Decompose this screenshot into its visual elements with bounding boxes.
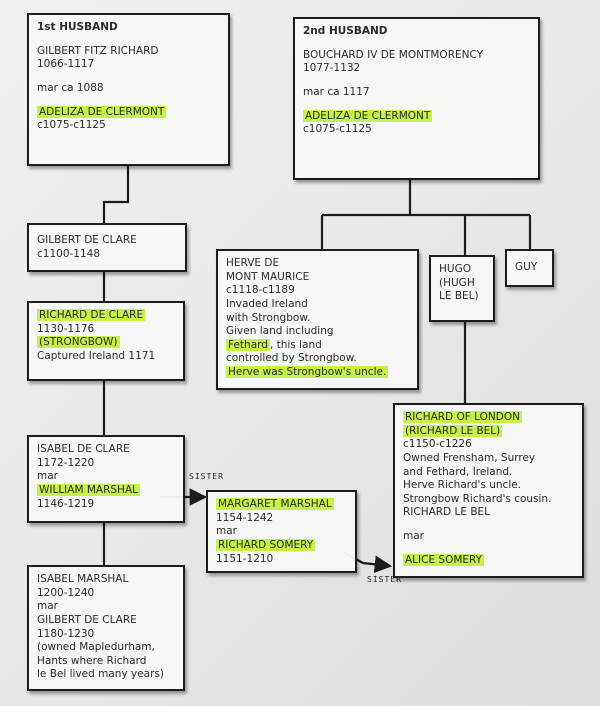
guy-name: GUY: [515, 261, 538, 273]
richard-of-london-line1: Owned Frensham, Surrey: [403, 451, 536, 464]
herve-line4: , this land: [269, 338, 322, 351]
isabel-marshal-dates: 1200-1240: [37, 586, 95, 599]
isabel-marshal-box: ISABEL MARSHAL 1200-1240 mar GILBERT DE …: [27, 565, 185, 691]
herve-line1: Invaded Ireland: [226, 297, 308, 310]
first-husband-name: GILBERT FITZ RICHARD: [37, 44, 159, 57]
isabel-de-clare-box: ISABEL DE CLARE 1172-1220 mar WILLIAM MA…: [27, 435, 185, 523]
richard-of-london-box: RICHARD OF LONDON (RICHARD LE BEL) c1150…: [393, 403, 584, 578]
gilbert-dates: c1100-1148: [37, 247, 101, 260]
richard-of-london-name: RICHARD OF LONDON: [403, 411, 522, 423]
herve-name-line2: MONT MAURICE: [226, 270, 310, 283]
gilbert-de-clare-box: GILBERT DE CLARE c1100-1148: [27, 223, 187, 272]
richard-de-clare-name: RICHARD DE CLARE: [37, 309, 146, 321]
isabel-marshal-marriage: mar: [37, 600, 58, 613]
herve-name-line1: HERVE DE: [226, 257, 280, 269]
isabel-de-clare-dates: 1172-1220: [37, 456, 95, 469]
herve-line3: Given land including: [226, 325, 334, 338]
richard-de-clare-dates: 1130-1176: [37, 322, 95, 335]
first-husband-spouse-dates: c1075-c1125: [37, 119, 106, 132]
richard-of-london-line3: Herve Richard's uncle.: [403, 479, 522, 492]
herve-line6: Herve was Strongbow's uncle.: [226, 366, 389, 379]
second-husband-box: 2nd HUSBAND BOUCHARD IV DE MONTMORENCY 1…: [293, 17, 540, 180]
margaret-marshal-marriage: mar: [216, 525, 237, 538]
hugo-line1: HUGO: [439, 263, 471, 275]
isabel-marshal-spouse-dates: 1180-1230: [37, 627, 95, 640]
hugo-line2: (HUGH: [439, 276, 475, 289]
margaret-marshal-spouse-dates: 1151-1210: [216, 552, 274, 565]
isabel-de-clare-spouse-dates: 1146-1219: [37, 497, 95, 510]
isabel-marshal-line2: Hants where Richard: [37, 654, 147, 667]
herve-fethard: Fethard: [226, 338, 270, 351]
second-husband-heading: 2nd HUSBAND: [303, 25, 388, 37]
hugo-box: HUGO (HUGH LE BEL): [429, 255, 495, 322]
richard-of-london-alias: (RICHARD LE BEL): [403, 424, 503, 437]
isabel-de-clare-name: ISABEL DE CLARE: [37, 443, 130, 455]
second-husband-spouse: ADELIZA DE CLERMONT: [303, 109, 433, 122]
gilbert-name: GILBERT DE CLARE: [37, 234, 137, 246]
herve-box: HERVE DE MONT MAURICE c1118-c1189 Invade…: [216, 249, 419, 390]
richard-de-clare-alias: (STRONGBOW): [37, 336, 120, 349]
isabel-marshal-line3: le Bel lived many years): [37, 668, 165, 681]
second-husband-dates: 1077-1132: [303, 62, 361, 75]
margaret-marshal-box: MARGARET MARSHAL 1154-1242 mar RICHARD S…: [206, 490, 357, 573]
isabel-marshal-line1: (owned Mapledurham,: [37, 641, 155, 654]
margaret-marshal-dates: 1154-1242: [216, 511, 274, 524]
isabel-marshal-spouse: GILBERT DE CLARE: [37, 613, 137, 626]
margaret-marshal-name: MARGARET MARSHAL: [216, 498, 334, 510]
isabel-de-clare-marriage: mar: [37, 470, 58, 483]
richard-of-london-line5: RICHARD LE BEL: [403, 506, 491, 519]
sister-annotation-2: SISTER: [367, 575, 402, 584]
first-husband-spouse: ADELIZA DE CLERMONT: [37, 105, 167, 118]
first-husband-marriage: mar ca 1088: [37, 81, 104, 94]
second-husband-name: BOUCHARD IV DE MONTMORENCY: [303, 48, 484, 61]
richard-of-london-spouse: ALICE SOMERY: [403, 553, 485, 566]
richard-of-london-dates: c1150-c1226: [403, 438, 472, 451]
first-husband-heading: 1st HUSBAND: [37, 21, 118, 33]
first-husband-dates: 1066-1117: [37, 58, 95, 71]
richard-of-london-marriage: mar: [403, 530, 424, 543]
isabel-de-clare-spouse: WILLIAM MARSHAL: [37, 483, 140, 496]
richard-of-london-line4: Strongbow Richard's cousin.: [403, 492, 552, 505]
herve-line2: with Strongbow.: [226, 311, 311, 324]
first-husband-box: 1st HUSBAND GILBERT FITZ RICHARD 1066-11…: [27, 13, 230, 166]
line-first-husband-to-gilbert: [102, 165, 130, 224]
second-husband-spouse-dates: c1075-c1125: [303, 123, 372, 136]
guy-box: GUY: [505, 249, 554, 287]
richard-de-clare-note: Captured Ireland 1171: [37, 349, 156, 362]
margaret-marshal-spouse: RICHARD SOMERY: [216, 538, 316, 551]
richard-of-london-line2: and Fethard, Ireland.: [403, 465, 513, 478]
sister-annotation-1: SISTER: [189, 472, 224, 481]
isabel-marshal-name: ISABEL MARSHAL: [37, 573, 129, 585]
richard-de-clare-box: RICHARD DE CLARE 1130-1176 (STRONGBOW) C…: [27, 301, 185, 381]
herve-line5: controlled by Strongbow.: [226, 352, 357, 365]
second-husband-marriage: mar ca 1117: [303, 85, 370, 98]
herve-dates: c1118-c1189: [226, 284, 295, 297]
hugo-line3: LE BEL): [439, 290, 479, 303]
